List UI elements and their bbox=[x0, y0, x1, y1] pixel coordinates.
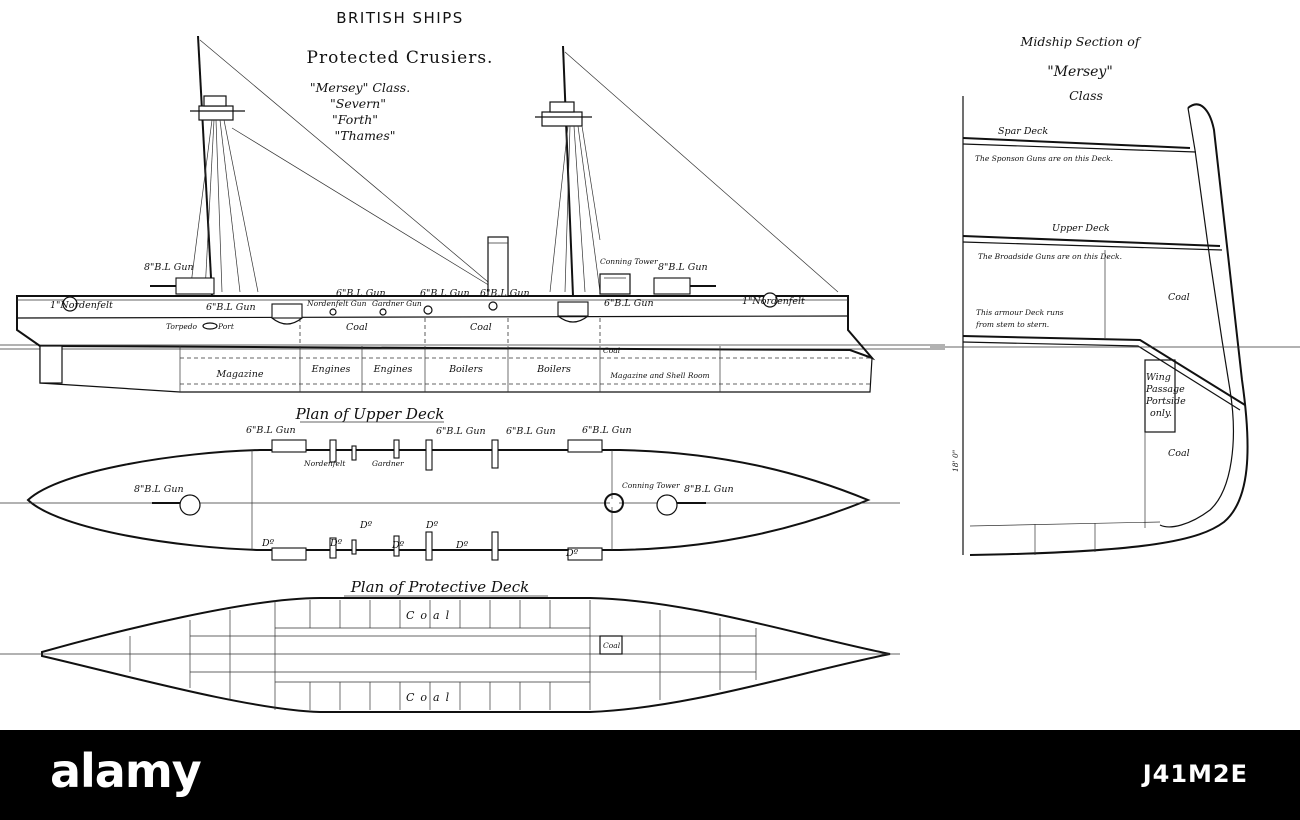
class-name-severn: "Severn" bbox=[330, 96, 386, 111]
midship-broadside-note: The Broadside Guns are on this Deck. bbox=[978, 252, 1122, 261]
label-6in-gun-e: 6"B.L Gun bbox=[604, 298, 654, 309]
pd-coal-bottom: Coal bbox=[406, 691, 455, 704]
upper-deck-title: Plan of Upper Deck bbox=[295, 405, 445, 423]
ud-label-6in-2: 6"B.L Gun bbox=[436, 426, 486, 437]
subtitle-protected-cruisers: Protected Crusiers. bbox=[307, 48, 494, 68]
ud-label-8in-fwd: 8"B.L Gun bbox=[134, 484, 184, 495]
ud-ditto-7: Dº bbox=[565, 548, 579, 559]
midship-sponson-note: The Sponson Guns are on this Deck. bbox=[975, 154, 1113, 163]
main-top bbox=[541, 111, 583, 127]
midship-hull-outer bbox=[969, 103, 1249, 556]
label-coal-3: Coal bbox=[603, 346, 621, 355]
aft-8in-gun bbox=[653, 277, 691, 295]
plan-upper-deck: Plan of Upper Deck 6"B.L Gun 6"B.L Gun bbox=[0, 405, 900, 561]
compartment-boilers-1: Boilers bbox=[448, 364, 483, 375]
title-british-ships: BRITISH SHIPS bbox=[336, 9, 464, 27]
label-port: Port bbox=[217, 322, 235, 331]
label-6in-gun-d: 6"B.L Gun bbox=[480, 288, 530, 299]
conning-tower-plan bbox=[604, 493, 624, 513]
label-nordenfelt-gun: Nordenfelt Gun bbox=[306, 299, 367, 308]
midship-armour-deck bbox=[962, 335, 1246, 406]
ud-label-8in-aft: 8"B.L Gun bbox=[684, 484, 734, 495]
class-name-forth: "Forth" bbox=[332, 112, 378, 127]
midship-wing-4: only. bbox=[1150, 408, 1172, 419]
forward-8in-gun bbox=[175, 277, 215, 295]
image-id: J41M2E bbox=[1142, 760, 1248, 788]
midship-ship-name: "Mersey" bbox=[1047, 64, 1113, 80]
midship-armour-note-2: from stem to stern. bbox=[975, 320, 1049, 329]
label-8in-gun-fwd: 8"B.L Gun bbox=[144, 262, 194, 273]
label-6in-gun-c: 6"B.L Gun bbox=[420, 288, 470, 299]
ud-label-gardner: Gardner bbox=[372, 459, 404, 468]
label-6in-gun-b: 6"B.L Gun bbox=[336, 288, 386, 299]
midship-wing-3: Portside bbox=[1145, 396, 1186, 407]
label-coal-1: Coal bbox=[346, 322, 368, 333]
midship-spar-deck: Spar Deck bbox=[998, 126, 1048, 137]
class-name-mersey: "Mersey" Class. bbox=[310, 80, 410, 95]
compartment-magazine-shell-room: Magazine and Shell Room bbox=[609, 371, 709, 380]
class-name-thames: "Thames" bbox=[334, 128, 395, 143]
ud-ditto-6: Dº bbox=[455, 540, 469, 551]
hull-profile bbox=[16, 295, 876, 361]
ud-ditto-1: Dº bbox=[261, 538, 275, 549]
midship-title: Midship Section of bbox=[1020, 34, 1142, 49]
compartment-magazine: Magazine bbox=[216, 369, 264, 380]
label-torpedo: Torpedo bbox=[166, 322, 198, 331]
label-coal-2: Coal bbox=[470, 322, 492, 333]
fore-top bbox=[198, 105, 234, 121]
label-8in-gun-aft: 8"B.L Gun bbox=[658, 262, 708, 273]
ud-ditto-5: Dº bbox=[391, 540, 405, 551]
protective-deck-title: Plan of Protective Deck bbox=[350, 578, 530, 596]
compartment-boilers-2: Boilers bbox=[536, 364, 571, 375]
midship-wing-1: Wing bbox=[1146, 372, 1171, 383]
label-gardner-gun: Gardner Gun bbox=[372, 299, 422, 308]
side-profile: 8"B.L Gun 8"B.L Gun 6"B.L Gun 6"B.L Gun … bbox=[0, 35, 945, 393]
midship-section: Midship Section of "Mersey" Class Spar D… bbox=[930, 34, 1300, 556]
label-nordenfelt-fwd: 1"Nordenfelt bbox=[50, 300, 113, 311]
compartment-engines-2: Engines bbox=[373, 364, 413, 375]
ud-label-conning-tower: Conning Tower bbox=[622, 481, 680, 490]
compartment-engines-1: Engines bbox=[311, 364, 351, 375]
ud-label-6in-4: 6"B.L Gun bbox=[582, 425, 632, 436]
midship-armour-note-1: This armour Deck runs bbox=[976, 308, 1064, 317]
ud-label-nordenfelt: Nordenfelt bbox=[303, 459, 346, 468]
label-nordenfelt-aft: 1"Nordenfelt bbox=[742, 296, 805, 307]
midship-class: Class bbox=[1069, 88, 1103, 103]
ud-label-6in-3: 6"B.L Gun bbox=[506, 426, 556, 437]
label-6in-gun-a: 6"B.L Gun bbox=[206, 302, 256, 313]
fore-mast bbox=[197, 35, 213, 297]
pd-coal-top: Coal bbox=[406, 609, 455, 622]
conning-tower bbox=[599, 273, 631, 295]
protective-deck-outline bbox=[41, 597, 891, 713]
ud-label-6in-1: 6"B.L Gun bbox=[246, 425, 296, 436]
ud-ditto-4: Dº bbox=[425, 520, 439, 531]
stock-logo: alamy bbox=[50, 744, 202, 798]
midship-coal: Coal bbox=[1168, 292, 1190, 303]
ud-ditto-3: Dº bbox=[359, 520, 373, 531]
funnel bbox=[487, 236, 509, 297]
plan-protective-deck: Plan of Protective Deck bbox=[0, 578, 900, 713]
pd-coal-small: Coal bbox=[603, 641, 621, 650]
upper-deck-outline bbox=[26, 449, 871, 551]
midship-wing-2: Passage bbox=[1145, 384, 1185, 395]
midship-upper-deck: Upper Deck bbox=[1052, 223, 1110, 234]
ud-ditto-2: Dº bbox=[329, 538, 343, 549]
ship-plan-drawing: BRITISH SHIPS Protected Crusiers. "Merse… bbox=[0, 9, 1300, 713]
footer-bar: alamy J41M2E bbox=[0, 730, 1300, 820]
main-mast bbox=[562, 45, 574, 297]
midship-depth: 18' 0" bbox=[951, 450, 960, 472]
midship-coal-2: Coal bbox=[1168, 448, 1190, 459]
wing-passage bbox=[1144, 359, 1176, 433]
label-conning-tower: Conning Tower bbox=[600, 257, 658, 266]
